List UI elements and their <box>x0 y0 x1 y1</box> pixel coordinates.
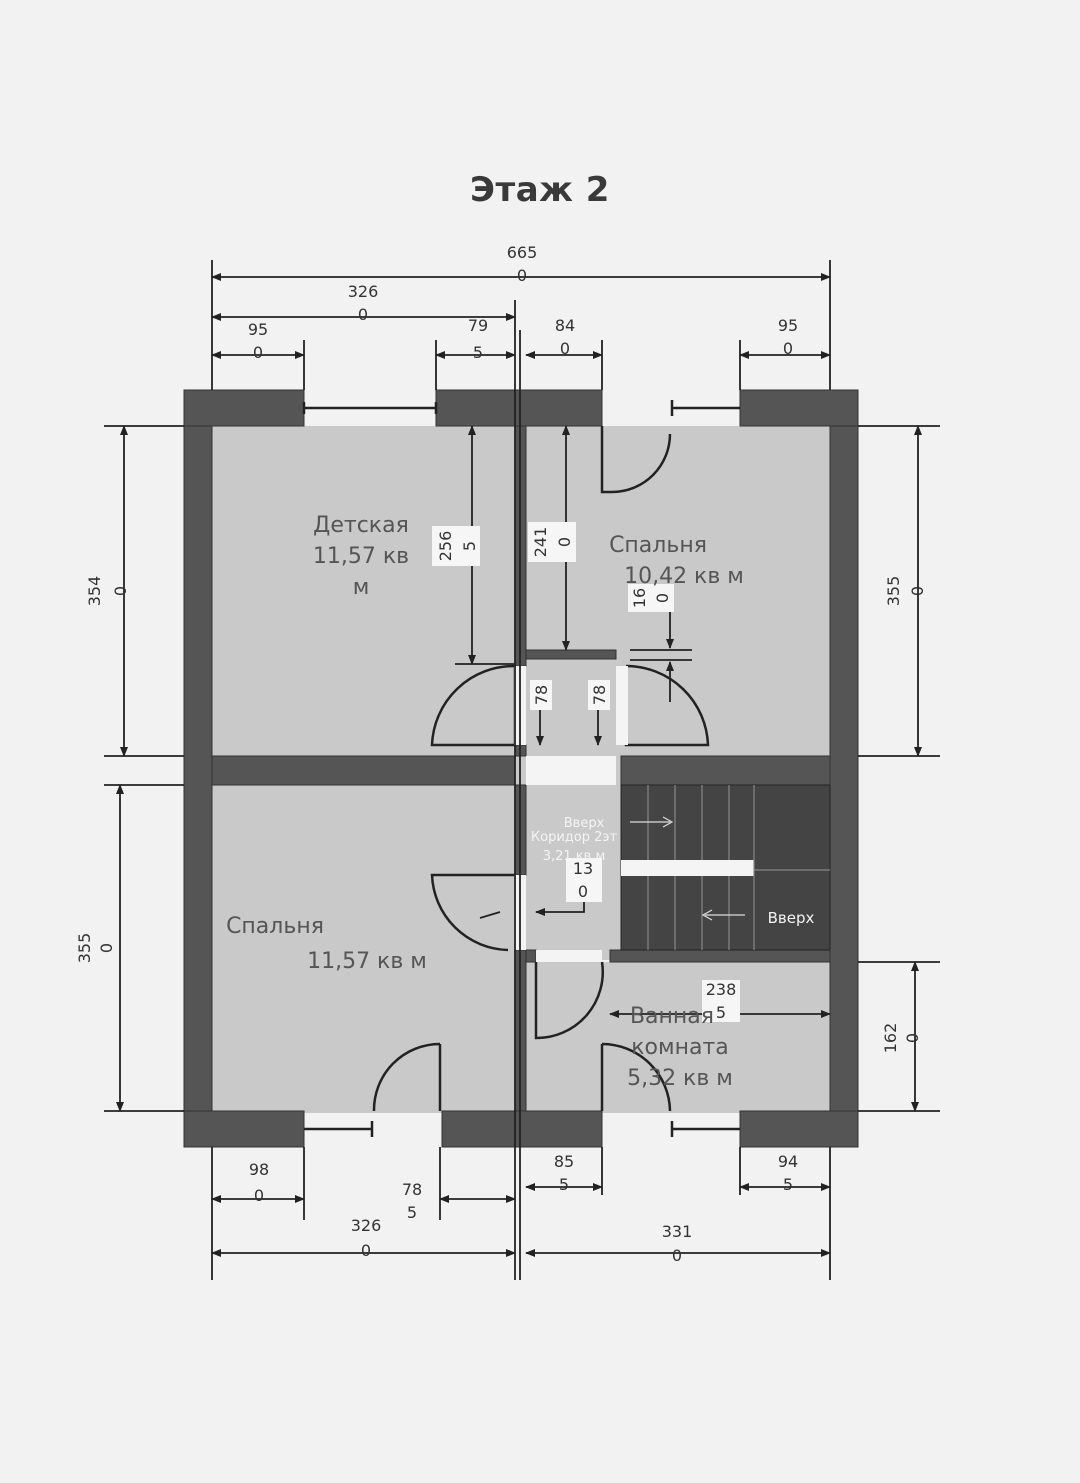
dim-right-bottom-1: 162 <box>881 1023 900 1054</box>
room-corridor-area: 3,21 кв м <box>543 849 606 864</box>
dim-left-top-2: 0 <box>111 586 130 596</box>
dim-top-d-1: 95 <box>778 316 798 335</box>
room-bathroom-area: 5,32 кв м <box>627 1066 733 1091</box>
dim-corr-13-1: 13 <box>573 859 593 878</box>
room-bedroom-bottom-area: 11,57 кв м <box>307 949 427 974</box>
dim-bot-c-2: 5 <box>559 1175 569 1194</box>
dim-bot-b-1: 78 <box>402 1180 422 1199</box>
dim-bot-right-1: 331 <box>662 1222 693 1241</box>
dim-bot-right-2: 0 <box>672 1246 682 1265</box>
floor-kids <box>212 426 515 756</box>
dim-bot-left-1: 326 <box>351 1216 382 1235</box>
dim-top-b-1: 79 <box>468 316 488 335</box>
dim-wall-16-2: 0 <box>653 593 672 603</box>
dim-bot-d-2: 5 <box>783 1175 793 1194</box>
room-bedroom-top-name: Спальня <box>609 533 707 558</box>
doors <box>372 426 710 1112</box>
dim-top-b-2: 5 <box>473 343 483 362</box>
stairs-up-label-1: Вверх <box>564 816 605 831</box>
room-bedroom-bottom-name: Спальня <box>226 914 324 939</box>
dim-top-left-1: 326 <box>348 282 379 301</box>
dim-bot-b-2: 5 <box>407 1203 417 1222</box>
room-kids-area-unit: м <box>353 575 370 600</box>
dimension-arrows <box>116 273 922 1257</box>
dim-left-bottom-1: 355 <box>75 933 94 964</box>
dim-kids-h-2: 5 <box>460 541 479 551</box>
dim-door-78a: 78 <box>532 685 551 705</box>
room-bathroom-name-2: комната <box>631 1035 729 1060</box>
dim-corr-13-2: 0 <box>578 882 588 901</box>
dimension-texts: 665 0 326 0 95 0 79 5 84 0 95 0 354 0 35… <box>75 243 927 1265</box>
dim-bath-w-2: 5 <box>716 1003 726 1022</box>
dim-bed-h-2: 0 <box>555 537 574 547</box>
dim-top-left-2: 0 <box>358 305 368 324</box>
label-backgrounds <box>432 522 740 1022</box>
dim-top-c-1: 84 <box>555 316 575 335</box>
floor-bedroom-bottom <box>212 785 515 1113</box>
staircase <box>620 784 831 951</box>
floor-bathroom <box>526 962 830 1113</box>
dim-door-78b: 78 <box>590 685 609 705</box>
dim-bot-d-1: 94 <box>778 1152 798 1171</box>
dim-left-bottom-2: 0 <box>97 943 116 953</box>
dim-right-top-1: 355 <box>884 576 903 607</box>
dim-bot-a-1: 98 <box>249 1160 269 1179</box>
room-corridor-name: Коридор 2эт <box>531 830 618 845</box>
stairs-up-label-2: Вверх <box>768 909 815 927</box>
dimension-lines <box>104 260 940 1280</box>
dim-top-a-1: 95 <box>248 320 268 339</box>
page-title: Этаж 2 <box>470 170 610 210</box>
dim-top-d-2: 0 <box>783 339 793 358</box>
dim-bed-h-1: 241 <box>531 527 550 558</box>
dim-top-total-2: 0 <box>517 266 527 285</box>
dim-bot-a-2: 0 <box>254 1186 264 1205</box>
windows <box>302 400 740 1137</box>
dim-left-top-1: 354 <box>85 576 104 607</box>
dim-top-c-2: 0 <box>560 339 570 358</box>
dim-right-top-2: 0 <box>908 586 927 596</box>
dim-kids-h-1: 256 <box>436 531 455 562</box>
room-kids-name: Детская <box>313 513 409 538</box>
dim-top-total-1: 665 <box>507 243 538 262</box>
dim-top-a-2: 0 <box>253 343 263 362</box>
room-kids-area: 11,57 кв <box>313 544 409 569</box>
room-labels: Детская 11,57 кв м Спальня 10,42 кв м Сп… <box>226 513 814 1091</box>
outer-walls <box>183 389 859 1148</box>
dim-bath-w-1: 238 <box>706 980 737 999</box>
dim-bot-left-2: 0 <box>361 1241 371 1260</box>
dim-right-bottom-2: 0 <box>903 1033 922 1043</box>
room-bedroom-top-area: 10,42 кв м <box>624 564 744 589</box>
dim-wall-16-1: 16 <box>630 588 649 608</box>
room-bathroom-name-1: Ванная <box>630 1004 714 1029</box>
dim-bot-c-1: 85 <box>554 1152 574 1171</box>
